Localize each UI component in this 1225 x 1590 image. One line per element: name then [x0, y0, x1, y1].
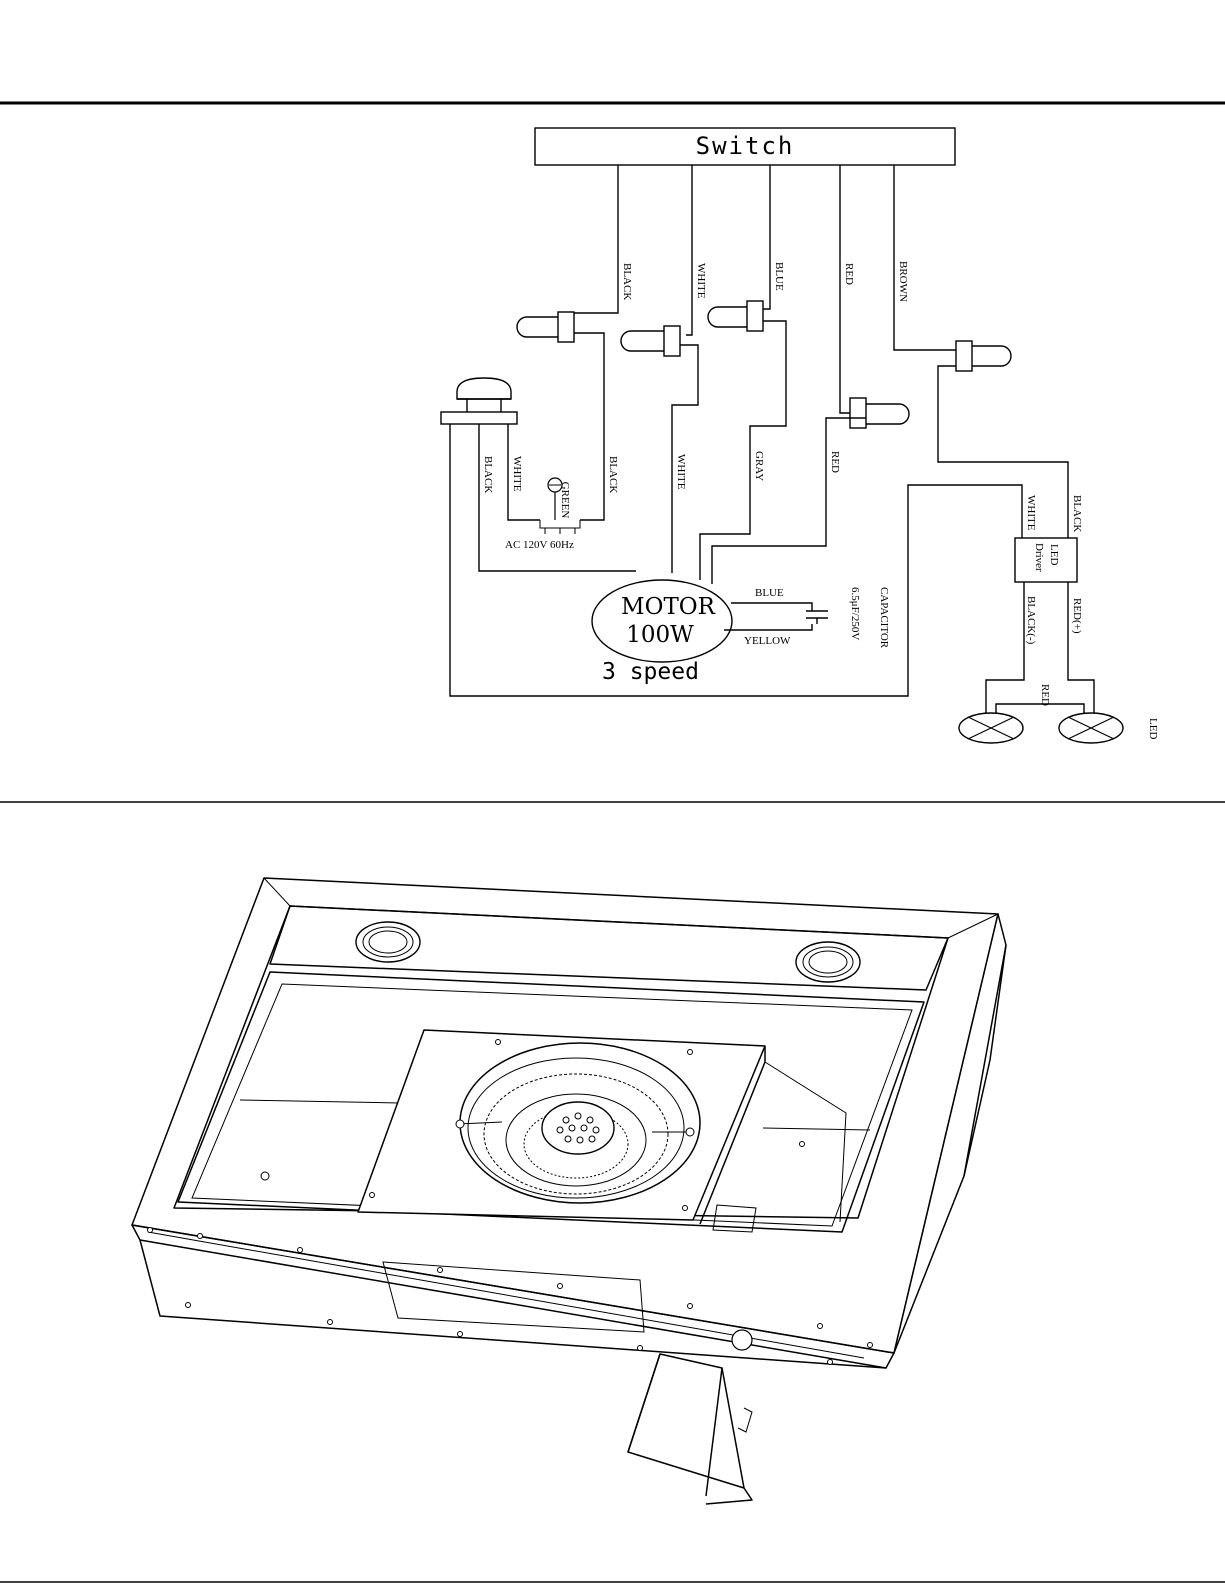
ground-label: GREEN [559, 482, 571, 519]
led-driver-label-2: Driver [1033, 543, 1045, 572]
wire-nut-brown [956, 341, 1011, 371]
light-right [796, 942, 860, 982]
label-red-top: RED [843, 263, 855, 285]
label-led-link: RED [1039, 684, 1051, 706]
speed-label: 3 speed [602, 659, 699, 685]
label-brown-top: BROWN [897, 261, 909, 302]
wire-red-switch [840, 165, 852, 413]
wire-brown-to-driver [938, 366, 1068, 538]
wire-motor-blue-lead [731, 603, 812, 611]
motor [592, 580, 732, 662]
wire-cord-outer [450, 424, 1022, 696]
label-black-top: BLACK [621, 263, 633, 300]
wire-white-switch [686, 165, 692, 335]
range-hood-illustration [132, 878, 1006, 1504]
label-driver-white: WHITE [1025, 495, 1037, 531]
wire-gray-to-motor [700, 321, 786, 580]
wire-black-switch [574, 165, 618, 313]
wire-black-to-plug [574, 333, 604, 520]
wire-nut-white [621, 326, 680, 356]
label-driver-black: BLACK [1071, 495, 1083, 532]
wire-nut-black [517, 312, 574, 342]
wire-nut-red [850, 398, 909, 428]
wire-red-to-motor [712, 418, 866, 584]
label-plug-black: BLACK [607, 456, 619, 493]
motor-label: MOTOR [621, 594, 716, 620]
label-driver-pos: RED(+) [1071, 598, 1083, 634]
light-left [356, 922, 420, 962]
wire-brown-switch [894, 165, 956, 350]
label-cord-black: BLACK [482, 456, 494, 493]
label-led: LED [1147, 718, 1159, 739]
led-lamp-right [1059, 713, 1123, 743]
wire-motor-yellow-lead [724, 624, 812, 630]
wiring-diagram: Switch [441, 128, 1159, 743]
led-lamp-left [959, 713, 1023, 743]
label-cord-white: WHITE [511, 456, 523, 492]
label-motor-red: RED [829, 451, 841, 473]
power-plug [441, 378, 517, 424]
wire-blue-switch [760, 165, 770, 309]
label-motor-white: WHITE [675, 454, 687, 490]
led-driver-label: LED [1048, 544, 1060, 565]
motor-wattage: 100W [626, 622, 694, 648]
label-blue-top: BLUE [773, 262, 785, 291]
motor-lead-yellow: YELLOW [744, 635, 791, 647]
wire-driver-black-out [986, 582, 1024, 713]
ground-terminal: GREEN [540, 478, 580, 534]
wire-nut-blue [708, 301, 763, 331]
capacitor-label: CAPACITOR [878, 587, 890, 649]
label-white-top: WHITE [695, 263, 707, 299]
power-label: AC 120V 60Hz [505, 539, 574, 551]
duct-adapter [628, 1354, 752, 1504]
switch-label: Switch [696, 132, 795, 160]
label-driver-neg: BLACK(-) [1025, 596, 1037, 645]
capacitor-rating: 6.5μF/250V [849, 587, 861, 640]
motor-lead-blue: BLUE [755, 587, 784, 599]
led-driver-box [1015, 538, 1077, 582]
label-motor-gray: GRAY [753, 451, 765, 481]
